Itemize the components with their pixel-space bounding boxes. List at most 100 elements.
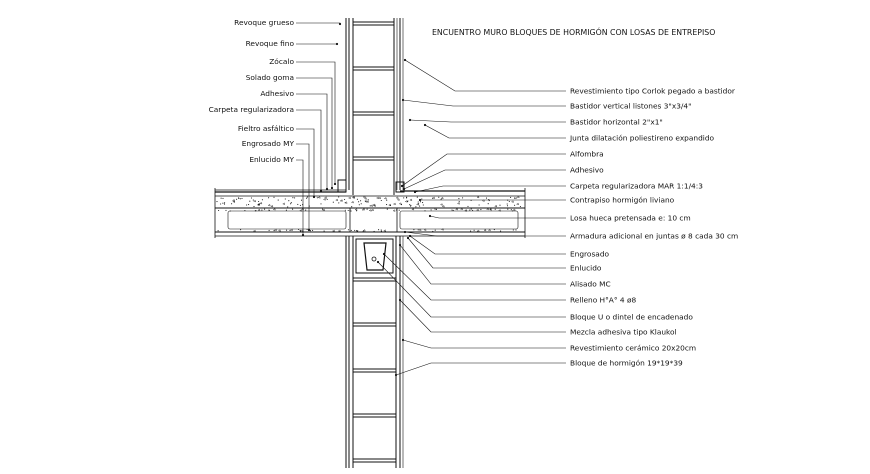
right-label-text: Junta dilatación poliestireno expandido: [569, 134, 715, 143]
right-annotations: Revestimiento tipo Corlok pegado a basti…: [376, 58, 738, 377]
right-label-12: Enlucido: [406, 236, 602, 273]
right-label-18: Bloque de hormigón 19*19*39: [394, 359, 683, 377]
left-leader-line: [296, 61, 336, 184]
right-leader-dot: [398, 243, 402, 247]
left-label-1: Revoque grueso: [234, 18, 342, 27]
left-leader-dot: [312, 195, 316, 199]
right-leader-dot: [376, 260, 380, 264]
lower-wall: [345, 236, 404, 468]
right-label-text: Alisado MC: [570, 280, 611, 289]
left-label-9: Enlucido MY: [249, 155, 305, 237]
left-label-text: Revoque fino: [246, 39, 295, 48]
right-leader-dot: [402, 187, 406, 191]
right-leader-dot: [394, 373, 398, 377]
right-leader-dot: [428, 214, 432, 218]
right-leader-line: [404, 59, 566, 92]
right-leader-line: [409, 119, 566, 123]
right-label-text: Bloque U o dintel de encadenado: [570, 313, 693, 322]
right-leader-dot: [403, 230, 407, 234]
right-leader-line: [414, 185, 566, 193]
right-leader-line: [383, 253, 566, 301]
right-label-text: Armadura adicional en juntas ø 8 cada 30…: [570, 232, 738, 241]
right-label-text: Contrapiso hormigón liviano: [570, 196, 675, 205]
left-label-text: Adhesivo: [260, 89, 294, 98]
right-label-text: Adhesivo: [570, 166, 604, 175]
left-leader-line: [296, 77, 333, 188]
right-label-6: Adhesivo: [402, 166, 604, 191]
left-leader-dot: [330, 186, 334, 190]
right-leader-dot: [382, 252, 386, 256]
right-label-10: Armadura adicional en juntas ø 8 cada 30…: [403, 230, 738, 241]
left-leader-dot: [338, 22, 342, 26]
right-label-text: Revestimiento tipo Corlok pegado a basti…: [570, 87, 736, 96]
right-leader-line: [402, 339, 566, 349]
left-leader-dot: [335, 42, 339, 46]
right-label-text: Relleno H°A° 4 ø8: [570, 296, 636, 305]
right-leader-dot: [403, 58, 407, 62]
left-leader-line: [296, 93, 328, 189]
left-label-text: Solado goma: [246, 73, 294, 82]
right-leader-line: [407, 237, 566, 269]
left-label-text: Enlucido MY: [249, 155, 294, 164]
right-label-text: Enlucido: [570, 264, 602, 273]
right-leader-line: [377, 261, 566, 318]
right-leader-dot: [408, 234, 412, 238]
right-label-15: Bloque U o dintel de encadenado: [376, 260, 693, 322]
left-label-5: Adhesivo: [260, 89, 329, 191]
right-label-3: Bastidor horizontal 2"x1": [408, 118, 663, 127]
right-leader-line: [429, 215, 566, 219]
right-leader-dot: [418, 198, 422, 202]
right-label-13: Alisado MC: [398, 243, 611, 289]
left-label-6: Carpeta regularizadora: [209, 105, 323, 193]
right-label-17: Revestimiento cerámico 20x20cm: [401, 338, 696, 353]
right-leader-line: [402, 99, 566, 107]
right-leader-line: [424, 124, 566, 139]
right-leader-line: [409, 235, 566, 255]
right-label-text: Alfombra: [570, 150, 604, 159]
right-label-16: Mezcla adhesiva tipo Klaukol: [398, 298, 677, 337]
right-leader-line: [395, 362, 566, 376]
left-label-text: Carpeta regularizadora: [209, 105, 294, 114]
right-label-11: Engrosado: [408, 234, 610, 259]
left-label-text: Zócalo: [269, 57, 294, 66]
right-leader-line: [399, 244, 566, 285]
right-label-text: Mezcla adhesiva tipo Klaukol: [570, 328, 677, 337]
right-leader-line: [403, 169, 566, 190]
left-leader-line: [296, 22, 341, 24]
right-label-text: Bastidor horizontal 2"x1": [570, 118, 663, 127]
right-leader-dot: [401, 338, 405, 342]
left-leader-dot: [333, 182, 337, 186]
left-label-text: Engrosado MY: [242, 139, 295, 148]
right-label-text: Revestimiento cerámico 20x20cm: [570, 344, 696, 353]
left-label-3: Zócalo: [269, 57, 337, 186]
left-leader-line: [296, 143, 310, 230]
right-label-text: Carpeta regularizadora MAR 1:1/4:3: [570, 182, 703, 191]
drawing-title: ENCUENTRO MURO BLOQUES DE HORMIGÓN CON L…: [432, 28, 715, 37]
left-leader-dot: [319, 189, 323, 193]
right-label-1: Revestimiento tipo Corlok pegado a basti…: [403, 58, 736, 96]
right-leader-dot: [406, 236, 410, 240]
left-label-text: Revoque grueso: [234, 18, 294, 27]
right-label-8: Contrapiso hormigón liviano: [418, 196, 675, 205]
left-label-7: Fieltro asfáltico: [238, 124, 316, 199]
right-label-5: Alfombra: [400, 150, 604, 188]
right-label-text: Bloque de hormigón 19*19*39: [570, 359, 683, 368]
left-label-text: Fieltro asfáltico: [238, 124, 295, 133]
left-leader-dot: [325, 187, 329, 191]
left-label-2: Revoque fino: [246, 39, 339, 48]
right-label-text: Engrosado: [570, 250, 610, 259]
left-leader-dot: [301, 233, 305, 237]
right-leader-dot: [401, 98, 405, 102]
right-label-4: Junta dilatación poliestireno expandido: [423, 123, 715, 143]
left-label-4: Solado goma: [246, 73, 334, 190]
right-leader-line: [404, 231, 566, 237]
right-leader-line: [399, 299, 566, 333]
right-leader-line: [401, 153, 566, 187]
left-leader-line: [296, 159, 304, 235]
right-label-9: Losa hueca pretensada e: 10 cm: [428, 214, 691, 223]
right-leader-dot: [413, 190, 417, 194]
upper-wall: [337, 18, 405, 195]
left-leader-dot: [307, 228, 311, 232]
